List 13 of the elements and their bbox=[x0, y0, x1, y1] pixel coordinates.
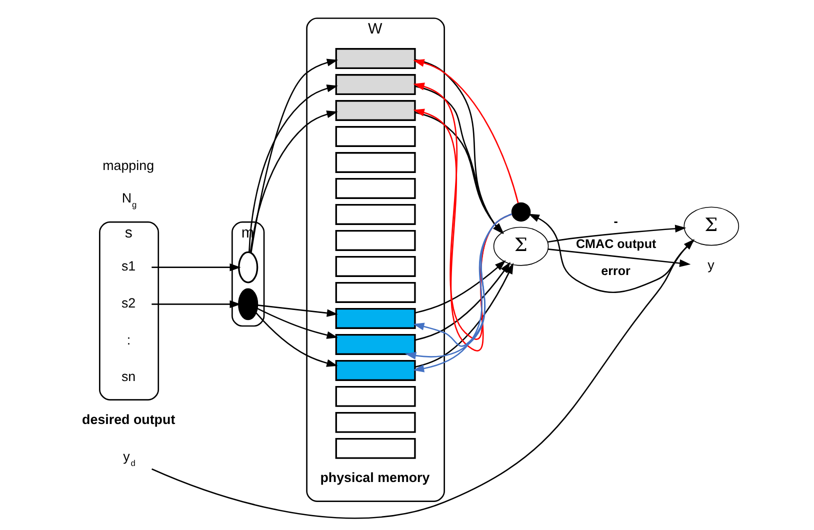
node-label: desired output bbox=[82, 412, 176, 427]
label: mapping bbox=[102, 158, 154, 173]
node-text: : bbox=[126, 332, 131, 348]
node-text: sn bbox=[121, 369, 136, 384]
node-label: physical memory bbox=[320, 470, 430, 485]
edge-label: - bbox=[614, 214, 618, 228]
edge-label: CMAC output bbox=[576, 237, 656, 252]
edge-label: error bbox=[601, 264, 630, 278]
node-text: y bbox=[708, 258, 714, 273]
node-text: s1 bbox=[121, 258, 136, 274]
label: N$_{g}$ bbox=[122, 190, 137, 210]
node-text: y$_{d}$ bbox=[123, 448, 136, 468]
node-text: s2 bbox=[121, 295, 136, 310]
